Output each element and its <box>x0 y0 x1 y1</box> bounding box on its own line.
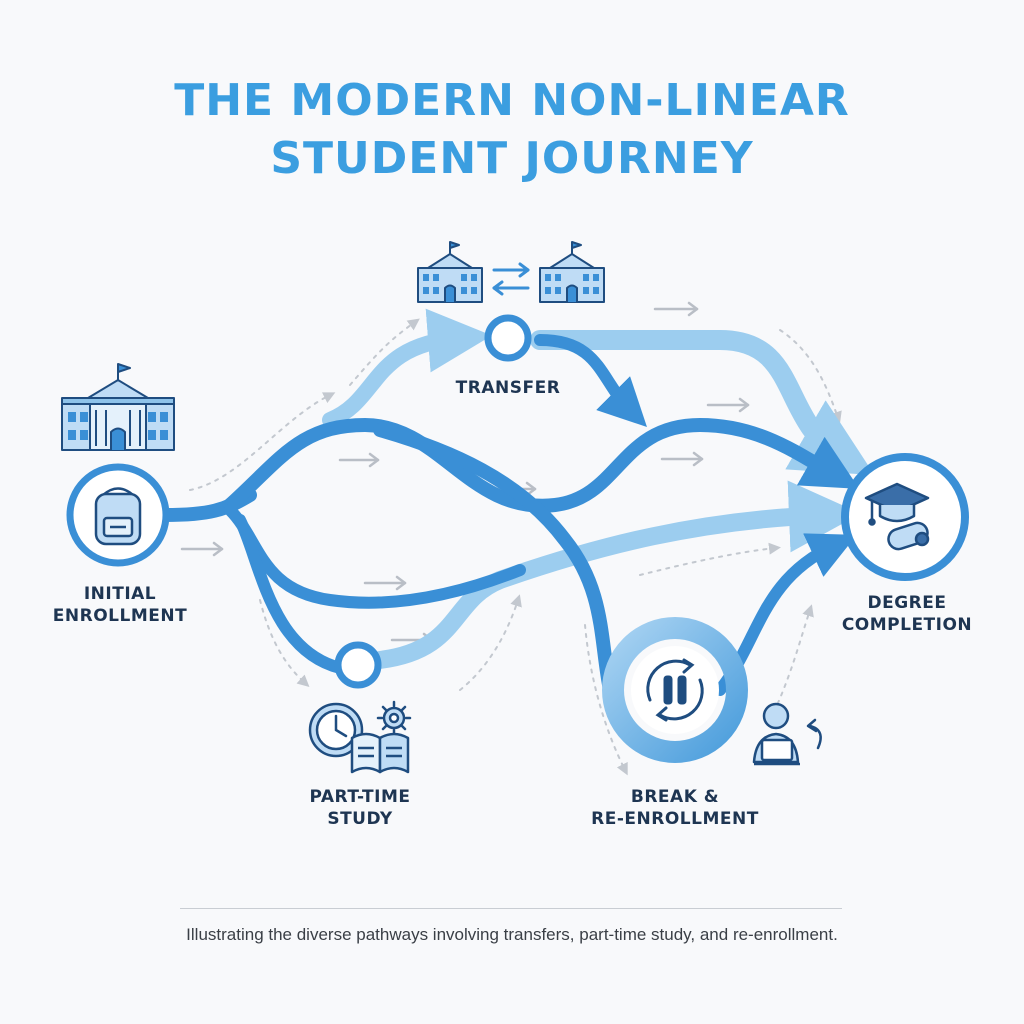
pause-cycle-icon <box>646 658 704 722</box>
initial-node <box>66 463 170 567</box>
transfer-label-line-1: TRANSFER <box>455 378 561 398</box>
pathway-to-part-time <box>234 514 346 674</box>
graduation-cap-icon <box>864 482 930 526</box>
student-laptop-icon <box>752 702 800 766</box>
small-arrow <box>338 452 380 468</box>
backpack-icon <box>94 487 142 546</box>
small-arrow <box>180 541 224 557</box>
pathway-lower-mid <box>224 504 526 609</box>
small-arrow <box>706 397 750 413</box>
part-time-node <box>334 641 382 689</box>
degree-completion-label: DEGREE COMPLETION <box>832 592 982 636</box>
part-time-label-line-1: PART-TIME <box>309 787 411 807</box>
return-arrow-icon <box>806 718 822 750</box>
break-reenrollment-label: BREAK & RE-ENROLLMENT <box>580 786 770 830</box>
pathway-light <box>322 308 492 428</box>
transfer-building-right-icon <box>539 241 605 303</box>
dotted-guide <box>189 392 336 491</box>
transfer-node <box>484 314 532 362</box>
pathway-to-break <box>373 423 617 697</box>
dotted-guide <box>769 604 814 721</box>
transfer-label: TRANSFER <box>438 377 578 399</box>
degree-label-line-2: COMPLETION <box>841 615 973 635</box>
clock-icon <box>308 702 364 758</box>
pathway-transfer-down <box>534 334 647 427</box>
caption-divider <box>180 908 842 909</box>
small-arrow <box>653 301 699 317</box>
transfer-building-left-icon <box>417 241 483 303</box>
university-building-icon <box>61 363 175 451</box>
dotted-guide <box>349 318 420 386</box>
dotted-guide <box>259 599 310 688</box>
title-line-2: STUDENT JOURNEY <box>270 133 754 184</box>
initial-enrollment-label: INITIAL ENROLLMENT <box>40 583 200 627</box>
break-label-line-1: BREAK & <box>630 787 720 807</box>
dotted-guide <box>779 329 842 424</box>
break-loop-ring <box>602 617 748 763</box>
part-time-label-line-2: STUDY <box>327 809 393 829</box>
dotted-guide <box>459 594 522 691</box>
initial-label-line-2: ENROLLMENT <box>52 606 188 626</box>
transfer-arrows-icon <box>492 262 530 296</box>
dotted-guides <box>189 318 842 776</box>
caption: Illustrating the diverse pathways involv… <box>186 925 838 944</box>
pathway-upper-wave <box>223 417 860 513</box>
title-line-1: THE MODERN NON-LINEAR <box>174 75 850 126</box>
break-loop <box>602 617 748 763</box>
flow-arrows <box>180 301 750 648</box>
page-title: THE MODERN NON-LINEAR STUDENT JOURNEY <box>0 72 1024 188</box>
degree-node <box>841 453 969 581</box>
dark-pathways <box>158 334 860 697</box>
part-time-study-label: PART-TIME STUDY <box>285 786 435 830</box>
small-arrow <box>363 575 407 591</box>
dotted-guide <box>639 542 781 576</box>
small-arrow <box>660 451 704 467</box>
diploma-icon <box>887 521 930 551</box>
initial-label-line-1: INITIAL <box>83 584 157 604</box>
break-label-line-2: RE-ENROLLMENT <box>591 809 759 829</box>
degree-label-line-1: DEGREE <box>867 593 947 613</box>
dotted-guide <box>584 624 628 776</box>
gear-icon <box>376 700 412 736</box>
open-book-icon <box>350 732 410 774</box>
